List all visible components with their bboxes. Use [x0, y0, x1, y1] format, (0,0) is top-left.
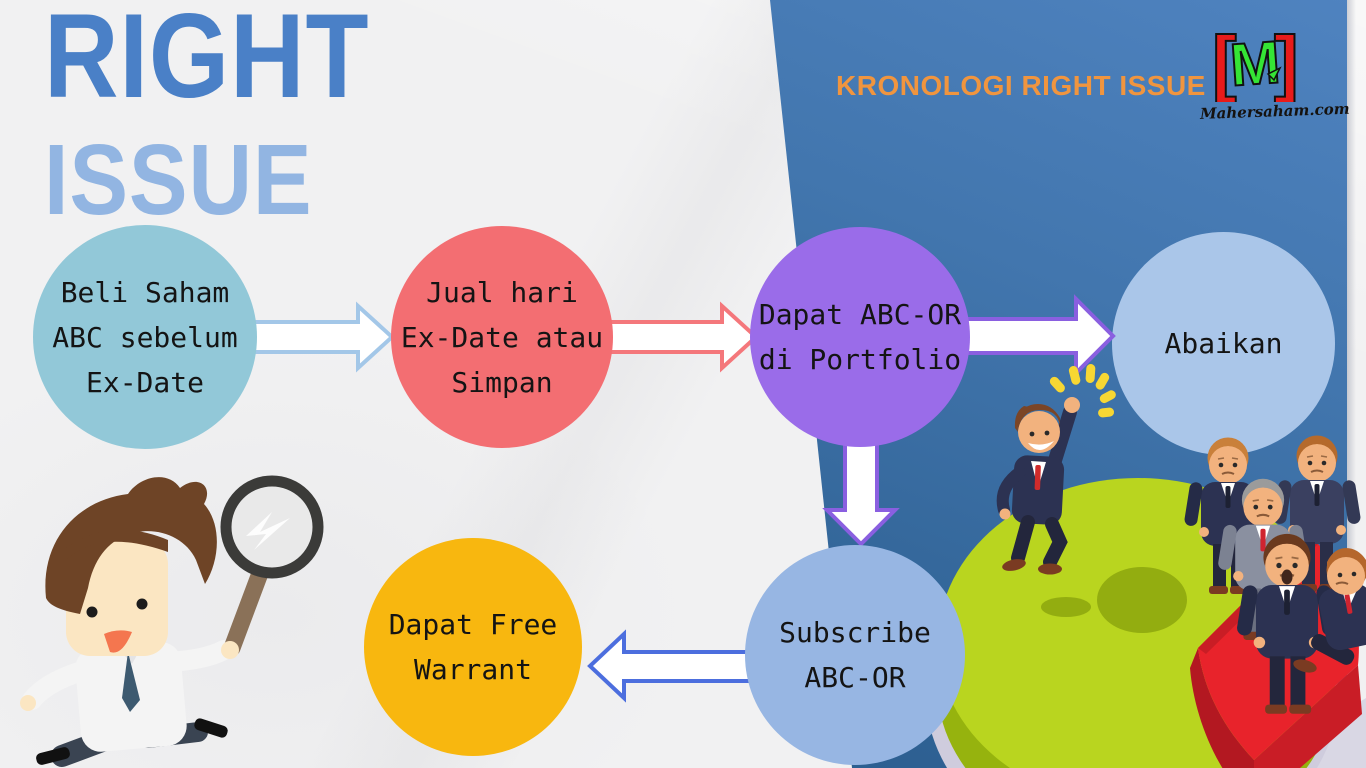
logo-site-text: Mahersaham.com: [1199, 99, 1350, 123]
node-label: Dapat ABC-OR di Portfolio: [758, 298, 962, 376]
brand-logo: [ M ] Mahersaham.com: [1199, 20, 1350, 123]
face: [66, 540, 168, 656]
node-label: Beli Saham ABC sebelum Ex-Date: [52, 275, 238, 399]
flow-node-beli-saham: Beli Saham ABC sebelum Ex-Date: [33, 225, 257, 449]
magnifier-man: [20, 475, 324, 767]
node-label: Dapat Free Warrant: [388, 608, 558, 686]
m-logo-icon: [ M ]: [1211, 20, 1300, 105]
flow-node-jual-hari: Jual hari Ex-Date atau Simpan: [391, 226, 613, 448]
arrow-beli-to-jual: [250, 301, 395, 373]
tie: [122, 652, 140, 712]
logo-bracket-right: ]: [1274, 22, 1299, 102]
magnifying-glass-icon: [220, 475, 324, 659]
node-label: Subscribe ABC-OR: [779, 616, 931, 694]
page-title-word-issue: ISSUE: [44, 124, 313, 236]
shoe-right: [194, 718, 228, 738]
shirt: [75, 642, 187, 752]
page-title: RIGHT ISSUE: [44, 0, 422, 230]
flow-node-abaikan: Abaikan: [1112, 232, 1335, 455]
arrow-subscribe-to-warrant: [587, 629, 758, 703]
flow-node-dapat-free-warrant: Dapat Free Warrant: [364, 538, 582, 756]
arrow-jual-to-dapat: [606, 301, 759, 373]
page-title-word-right: RIGHT: [44, 0, 370, 123]
node-label: Jual hari Ex-Date atau Simpan: [400, 275, 604, 399]
shoe-left: [36, 747, 70, 765]
mouth: [104, 630, 132, 653]
flow-node-subscribe: Subscribe ABC-OR: [745, 545, 965, 765]
flow-node-dapat-abc-or: Dapat ABC-OR di Portfolio: [750, 227, 970, 447]
node-label: Abaikan: [1164, 327, 1283, 360]
banner-title: KRONOLOGI RIGHT ISSUE: [836, 70, 1206, 101]
hair: [45, 477, 217, 614]
